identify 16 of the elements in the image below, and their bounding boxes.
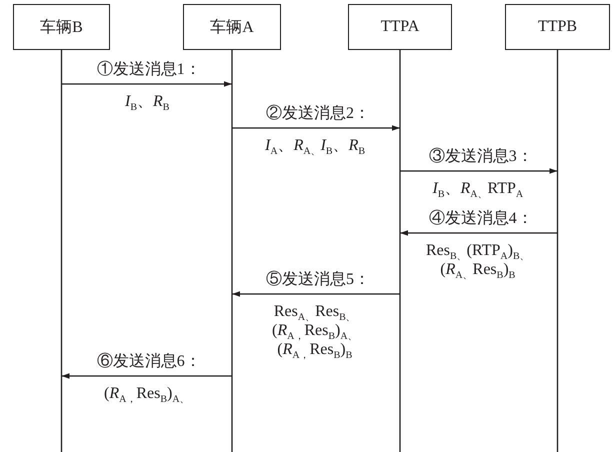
participant-box: TTPA bbox=[348, 4, 452, 50]
message-text: (R$_{A，}$Res$_{B}$)$_{A、}$ bbox=[104, 384, 190, 403]
message-text: I$_{B}$、R$_{B}$ bbox=[125, 92, 170, 111]
message-arrow bbox=[400, 168, 558, 174]
message-arrow bbox=[232, 291, 400, 297]
message-text: I$_{B}$、R$_{A、}$RTP$_{A}$ bbox=[432, 179, 524, 198]
message-arrow bbox=[400, 230, 558, 236]
message-arrow bbox=[232, 125, 400, 131]
participant-box: TTPB bbox=[505, 4, 610, 50]
participant-box: 车辆B bbox=[13, 4, 110, 50]
message-text: I$_{A}$、R$_{A、}$I$_{B}$、R$_{B}$ bbox=[265, 136, 366, 155]
message-text: Res$_{A、}$Res$_{B、}$ (R$_{A，}$Res$_{B}$)$_{A、}$ (R$_{A，}$Res$_{B}$)$_{B}$ bbox=[272, 302, 358, 359]
participant-box: 车辆A bbox=[183, 4, 281, 50]
message-arrow bbox=[62, 373, 232, 379]
message-text: Res$_{B、}$(RTP$_{A}$)$_{B、}$ (R$_{A、}$Res$_{B}$)$_{B}$ bbox=[426, 241, 530, 279]
message-arrow bbox=[62, 81, 232, 87]
